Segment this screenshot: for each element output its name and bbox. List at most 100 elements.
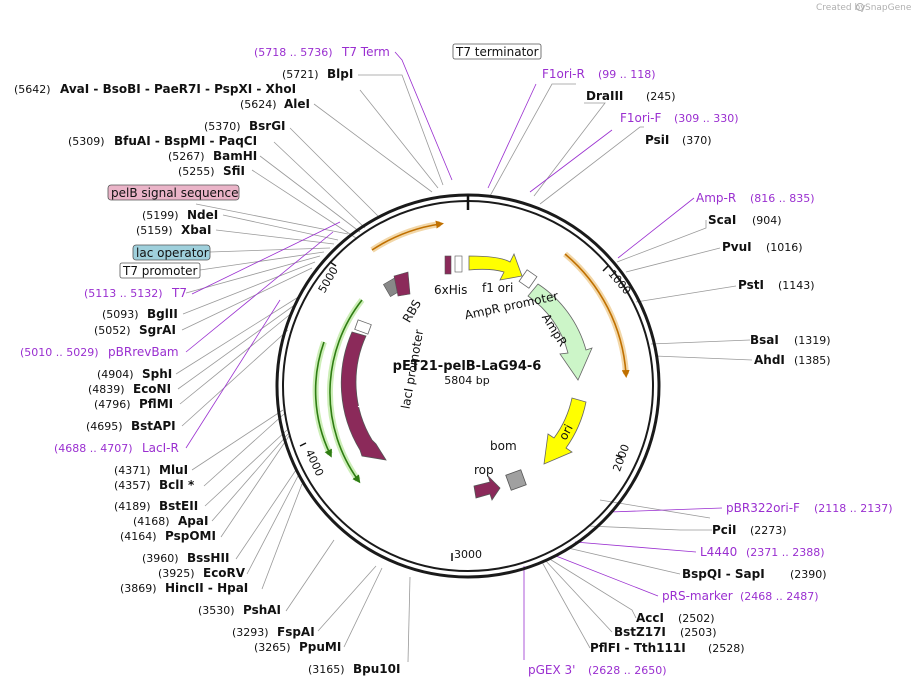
svg-text:(4371): (4371) bbox=[114, 464, 151, 477]
tick-2000: 2000 bbox=[610, 443, 632, 474]
leader-lines bbox=[175, 74, 753, 663]
svg-text:(4904): (4904) bbox=[97, 368, 134, 381]
site-acci: AccI(2502) bbox=[636, 611, 715, 625]
svg-text:BamHI: BamHI bbox=[213, 149, 257, 163]
svg-text:(5255): (5255) bbox=[178, 165, 215, 178]
primer-leader-lines bbox=[185, 51, 723, 660]
svg-text:BglII: BglII bbox=[147, 307, 178, 321]
svg-text:F1ori-R: F1ori-R bbox=[542, 67, 585, 81]
laci-feature bbox=[340, 331, 387, 461]
site-ecorv: (3925)EcoRV bbox=[158, 566, 246, 580]
site-ppumi: (3265)PpuMI bbox=[254, 640, 341, 654]
site-pspomi: (4164)PspOMI bbox=[120, 529, 216, 543]
svg-text:NdeI: NdeI bbox=[187, 208, 218, 222]
svg-text:pGEX 3': pGEX 3' bbox=[528, 663, 575, 677]
svg-text:(5052): (5052) bbox=[94, 324, 131, 337]
svg-text:BfuAI - BspMI - PaqCI: BfuAI - BspMI - PaqCI bbox=[114, 134, 257, 148]
svg-text:(5624): (5624) bbox=[240, 98, 277, 111]
svg-text:(2503): (2503) bbox=[680, 626, 717, 639]
svg-text:BssHII: BssHII bbox=[187, 551, 229, 565]
svg-text:(5642): (5642) bbox=[14, 83, 51, 96]
site-econi: (4839) EcoNI bbox=[88, 382, 171, 396]
t7-terminator-feature bbox=[454, 255, 463, 273]
site-pcii: PciI(2273) bbox=[712, 523, 787, 537]
site-xbai: (5159)XbaI bbox=[136, 223, 211, 237]
svg-text:(2502): (2502) bbox=[678, 612, 715, 625]
svg-text:(904): (904) bbox=[752, 214, 782, 227]
svg-text:BstAPI: BstAPI bbox=[131, 419, 176, 433]
site-scai: ScaI(904) bbox=[708, 213, 782, 227]
svg-text:(5010 .. 5029): (5010 .. 5029) bbox=[20, 346, 99, 359]
primer-pbrrevbam: (5010 .. 5029) pBRrevBam bbox=[20, 345, 179, 359]
svg-text:T7: T7 bbox=[171, 286, 187, 300]
svg-text:PstI: PstI bbox=[738, 278, 764, 292]
site-bsshii: (3960)BssHII bbox=[142, 551, 229, 565]
primer-t7-term: (5718 .. 5736) T7 Term bbox=[254, 45, 390, 59]
svg-text:Amp-R: Amp-R bbox=[696, 191, 736, 205]
site-bglii: (5093) BglII bbox=[102, 307, 178, 321]
svg-text:BclI *: BclI * bbox=[159, 478, 195, 492]
site-bstapi: (4695)BstAPI bbox=[86, 419, 176, 433]
svg-text:BstEII: BstEII bbox=[159, 499, 198, 513]
svg-text:BstZ17I: BstZ17I bbox=[614, 625, 666, 639]
svg-text:(5267): (5267) bbox=[168, 150, 205, 163]
primer-f1ori-f: F1ori-F (309 .. 330) bbox=[620, 111, 739, 125]
svg-text:(5093): (5093) bbox=[102, 308, 139, 321]
site-mlui: (4371)MluI bbox=[114, 463, 188, 477]
svg-text:BsaI: BsaI bbox=[750, 333, 779, 347]
svg-text:pRS-marker: pRS-marker bbox=[662, 589, 733, 603]
svg-text:(4688 .. 4707): (4688 .. 4707) bbox=[54, 442, 133, 455]
svg-text:pelB signal sequence: pelB signal sequence bbox=[111, 186, 239, 200]
feature-label-bom: bom bbox=[490, 439, 517, 453]
svg-text:PflFI - Tth111I: PflFI - Tth111I bbox=[590, 641, 686, 655]
feature-label-laci: lacI bbox=[356, 387, 373, 410]
svg-text:(4796): (4796) bbox=[94, 398, 131, 411]
svg-text:lac operator: lac operator bbox=[136, 246, 209, 260]
tick-5000: 5000 bbox=[316, 265, 341, 296]
svg-text:PpuMI: PpuMI bbox=[299, 640, 341, 654]
svg-text:(1385): (1385) bbox=[794, 354, 831, 367]
site-bfuai: (5309)BfuAI - BspMI - PaqCI bbox=[68, 134, 257, 148]
svg-text:XbaI: XbaI bbox=[181, 223, 211, 237]
svg-text:LacI-R: LacI-R bbox=[142, 441, 179, 455]
svg-text:EcoNI: EcoNI bbox=[133, 382, 171, 396]
svg-text:(5199): (5199) bbox=[142, 209, 179, 222]
svg-text:SphI: SphI bbox=[142, 367, 172, 381]
boxed-feature-lac-operator: lac operator bbox=[132, 244, 211, 261]
svg-text:DraIII: DraIII bbox=[586, 89, 623, 103]
boxed-feature-t7-terminator: T7 terminator bbox=[452, 43, 542, 60]
site-bstz17i: BstZ17I (2503) bbox=[614, 625, 717, 639]
svg-text:(245): (245) bbox=[646, 90, 676, 103]
bom-feature bbox=[505, 469, 527, 491]
svg-text:(4839): (4839) bbox=[88, 383, 125, 396]
svg-text:BsrGI: BsrGI bbox=[249, 119, 286, 133]
site-fspai: (3293)FspAI bbox=[232, 625, 315, 639]
site-ndei: (5199) NdeI bbox=[142, 208, 218, 222]
svg-text:(5113 .. 5132): (5113 .. 5132) bbox=[84, 287, 163, 300]
feature-label-f1ori: f1 ori bbox=[482, 281, 513, 295]
svg-text:(5721): (5721) bbox=[282, 68, 319, 81]
tick-3000: 3000 bbox=[454, 548, 482, 561]
svg-text:SfiI: SfiI bbox=[223, 164, 245, 178]
svg-text:PvuI: PvuI bbox=[722, 240, 752, 254]
ampr-promoter-feature bbox=[518, 269, 538, 289]
site-blpi: (5721) BlpI bbox=[282, 67, 353, 81]
site-hincii-hpai: (3869)HincII - HpaI bbox=[120, 581, 248, 595]
f1-ori-feature bbox=[468, 252, 523, 281]
svg-text:(4164): (4164) bbox=[120, 530, 157, 543]
svg-text:PshAI: PshAI bbox=[243, 603, 281, 617]
svg-text:(1143): (1143) bbox=[778, 279, 815, 292]
boxed-feature-pelb: pelB signal sequence bbox=[107, 184, 240, 201]
svg-text:AleI: AleI bbox=[284, 97, 310, 111]
site-psti: PstI (1143) bbox=[738, 278, 815, 292]
svg-text:T7 Term: T7 Term bbox=[341, 45, 390, 59]
site-psii: PsiI(370) bbox=[645, 133, 712, 147]
svg-text:BlpI: BlpI bbox=[327, 67, 353, 81]
svg-text:(2273): (2273) bbox=[750, 524, 787, 537]
laci-promoter-feature bbox=[354, 319, 372, 335]
svg-text:(3165): (3165) bbox=[308, 663, 345, 676]
svg-text:(1319): (1319) bbox=[794, 334, 831, 347]
svg-text:(3530): (3530) bbox=[198, 604, 235, 617]
site-pflmi: (4796)PflMI bbox=[94, 397, 173, 411]
